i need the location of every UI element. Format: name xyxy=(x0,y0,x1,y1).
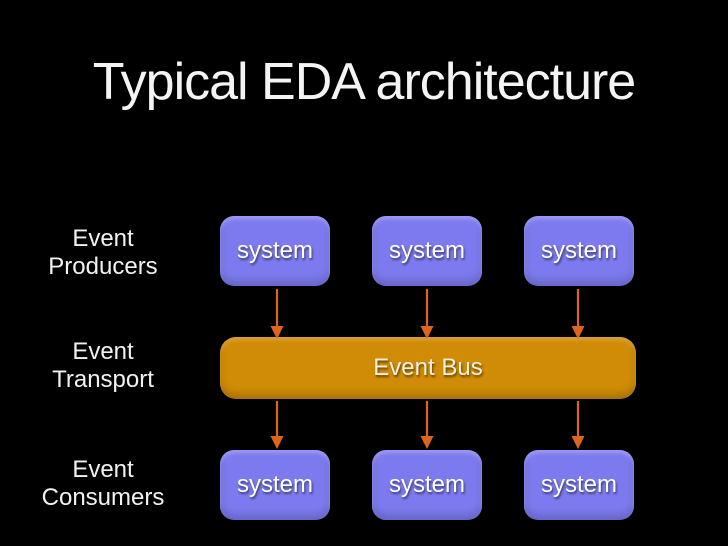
consumer-system-box-2: system xyxy=(372,450,482,520)
arrow-producer-1-to-bus-icon xyxy=(270,289,284,339)
event-bus-label: Event Bus xyxy=(373,354,483,381)
arrow-producer-3-to-bus-icon xyxy=(571,289,585,339)
event-bus-box: Event Bus xyxy=(220,337,636,399)
system-box-label: system xyxy=(388,471,465,498)
system-box-label: system xyxy=(236,237,313,264)
label-event-consumers: Event Consumers xyxy=(8,456,198,512)
label-event-producers: Event Producers xyxy=(8,225,198,281)
arrow-bus-to-consumer-3-icon xyxy=(571,401,585,449)
arrow-bus-to-consumer-2-icon xyxy=(420,401,434,449)
label-line: Consumers xyxy=(41,484,165,511)
arrow-producer-2-to-bus-icon xyxy=(420,289,434,339)
label-line: Producers xyxy=(48,253,158,280)
producer-system-box-3: system xyxy=(524,216,634,286)
consumer-system-box-1: system xyxy=(220,450,330,520)
label-event-transport: Event Transport xyxy=(8,338,198,394)
label-line: Transport xyxy=(52,366,154,393)
label-line: Event xyxy=(72,338,134,365)
slide-title: Typical EDA architecture xyxy=(92,53,636,111)
system-box-label: system xyxy=(540,237,617,264)
consumer-system-box-3: system xyxy=(524,450,634,520)
label-line: Event xyxy=(72,456,134,483)
arrow-bus-to-consumer-1-icon xyxy=(270,401,284,449)
label-line: Event xyxy=(72,225,134,252)
system-box-label: system xyxy=(236,471,313,498)
producer-system-box-1: system xyxy=(220,216,330,286)
system-box-label: system xyxy=(540,471,617,498)
system-box-label: system xyxy=(388,237,465,264)
producer-system-box-2: system xyxy=(372,216,482,286)
